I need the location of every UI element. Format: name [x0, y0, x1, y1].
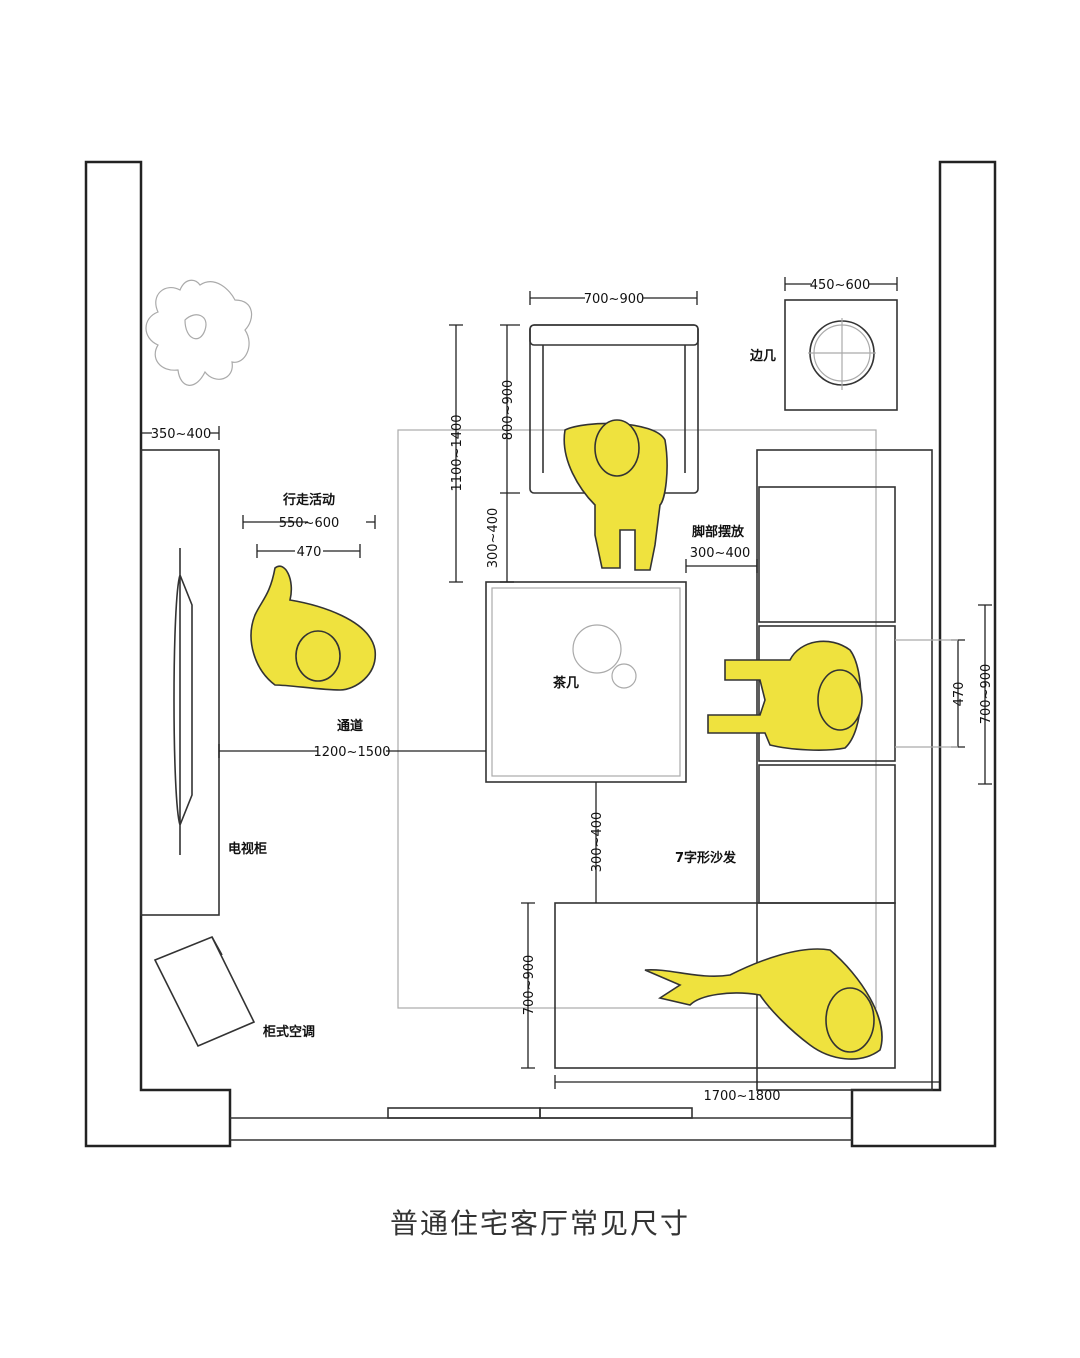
label-foot-space: 脚部摆放: [692, 524, 745, 540]
right-wall: [850, 160, 997, 1148]
dim-armchair-gap: 300~400: [486, 508, 501, 569]
dim-armchair-depth: 800~900: [501, 380, 516, 441]
window: [230, 1107, 852, 1141]
dim-total-depth: 1100~1400: [450, 414, 465, 491]
caption: 普通住宅客厅常见尺寸: [389, 1207, 690, 1240]
dim-side-table-width: 450~600: [810, 278, 871, 293]
dim-table-sofa-gap: 300~400: [590, 812, 605, 873]
air-conditioner: [153, 935, 256, 1048]
label-tv-cabinet: 电视柜: [228, 841, 267, 857]
left-wall: [84, 160, 232, 1148]
dim-seat-depth: 700~900: [979, 664, 994, 725]
label-side-table: 边几: [749, 349, 776, 364]
label-sofa: 7字形沙发: [675, 850, 737, 866]
dim-chaise-depth: 700~900: [522, 955, 537, 1016]
l-shaped-sofa: [554, 449, 933, 1091]
person-armchair: [563, 419, 668, 571]
dim-sofa-length: 1700~1800: [703, 1089, 780, 1104]
person-walking: [250, 565, 376, 691]
side-table: [784, 299, 898, 411]
label-passage: 通道: [337, 718, 363, 734]
dim-person-width: 470: [297, 545, 322, 560]
person-chaise: [644, 948, 883, 1060]
label-walking: 行走活动: [282, 492, 335, 508]
label-ac: 柜式空调: [262, 1024, 315, 1040]
dim-seat-width: 470: [952, 682, 967, 707]
plant-icon: [145, 279, 253, 386]
tv-cabinet: [140, 449, 220, 916]
person-sofa: [707, 640, 863, 751]
tv: [173, 548, 193, 855]
dim-tv-cabinet-depth: 350~400: [151, 427, 212, 442]
coffee-table: [485, 581, 687, 783]
dim-foot-gap: 300~400: [690, 546, 751, 561]
label-coffee-table: 茶几: [553, 675, 579, 691]
dim-armchair-width: 700~900: [584, 292, 645, 307]
dimension-lines: [141, 277, 992, 1089]
dim-walking-width: 550~600: [279, 516, 340, 531]
dim-passage-width: 1200~1500: [313, 745, 390, 760]
